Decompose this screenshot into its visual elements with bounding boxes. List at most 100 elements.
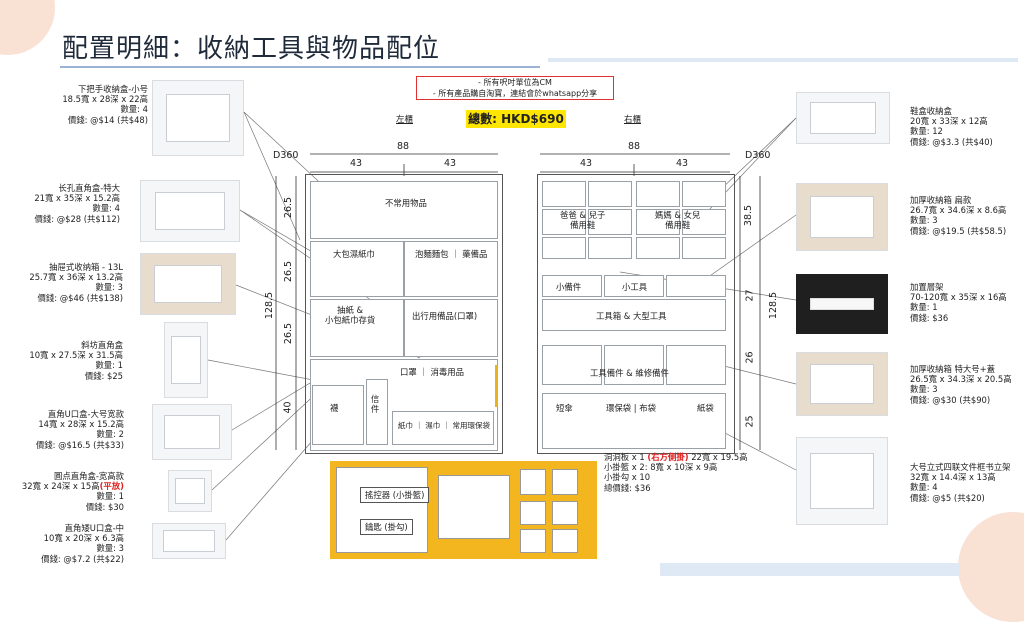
left-cell-sock-box [312,385,364,445]
product-name: 加厚收納箱 扁款 [910,195,972,205]
left-cell-row3-a [310,299,404,357]
left-product-7: 直角矮U口盒-中 10寬 x 20深 x 6.3高 數量: 3 價錢: @$7.… [41,523,124,564]
product-image-slant-box [164,322,208,398]
product-size: 10寬 x 20深 x 6.3高 [43,533,124,544]
left-cell-letter-box [366,379,388,445]
right-cell-label-8: 環保袋 | 布袋 [606,403,657,413]
product-size: 70-120寬 x 35深 x 16高 [910,292,1007,303]
right-large-box-1 [542,345,602,385]
right-flat-box-2 [604,275,664,297]
pegboard-line4: 總價錢: $36 [604,482,651,493]
right-shoe-box-1 [542,181,586,207]
product-name: 长孔直角盒-特大 [58,183,120,193]
pegboard-image-1 [336,467,428,553]
right-row1-height: 38.5 [743,204,755,227]
right-flat-box-3 [666,275,726,297]
product-image-drawer-box [140,253,236,315]
product-image-u-box [152,404,232,460]
pegboard-panel: 搖控器 (小掛籃) 鑰匙 (掛勾) [330,461,597,559]
left-cell-row2-a [310,241,404,297]
product-image-low-u-box [152,523,226,559]
right-row4-height: 25 [744,415,756,428]
left-cell-label-4: 抽紙 & 小包紙巾存貨 [325,305,376,325]
product-price: 價錢: $30 [85,501,124,512]
right-dimension-lines [540,153,761,450]
product-name: 鞋盒收納盒 [910,106,952,116]
product-price: 價錢: @$30 (共$90) [910,394,991,405]
right-large-box-2 [604,345,664,385]
product-qty: 數量: 1 [910,302,938,313]
pegboard-image-2 [438,475,510,539]
pegboard-tag-remote: 搖控器 (小掛籃) [360,487,430,503]
product-price: 價錢: @$19.5 (共$58.5) [910,225,1007,236]
product-image-flat-box [796,183,888,251]
left-cabinet [305,174,503,454]
product-size-note: (平放) [99,481,124,492]
pegboard-tag-key: 鑰匙 (掛勾) [360,519,413,535]
right-cell-label-9: 紙袋 [697,403,714,413]
pegboard-basket-1 [520,469,546,495]
right-col2-width: 43 [676,158,689,169]
right-row2-height: 27 [744,289,756,302]
right-product-3: 加置層架 70-120寬 x 35深 x 16高 數量: 1 價錢: $36 [910,282,1007,323]
product-size: 32寬 x 14.4深 x 13高 [910,472,996,483]
note-line-1: - 所有呎吋單位為CM [478,78,552,87]
product-size: 21寬 x 35深 x 15.2高 [34,193,120,204]
product-qty: 數量: 4 [92,203,120,214]
right-shelf-area [542,299,726,331]
pegboard-basket-2 [552,469,578,495]
right-cell-label-6: 工具備件 & 維修備件 [590,368,669,378]
left-cell-label-8: 信件 [370,394,380,414]
left-cabinet-label: 左櫃 [396,115,414,125]
product-name: 加置層架 [910,282,944,292]
product-price: 價錢: @$14 (共$48) [67,114,148,125]
left-cell-row2-b [404,241,498,297]
right-file-rack [542,393,726,449]
right-row3-height: 26 [744,351,756,364]
product-name: 抽屉式收纳箱 - 13L [49,262,123,272]
right-shoe-box-4 [682,181,726,207]
product-size: 25.7寬 x 36深 x 13.2高 [29,272,123,283]
left-cell-label-7: 襪 [330,403,339,413]
left-product-5: 直角U口盒-大号宽款 14寬 x 28深 x 15.2高 數量: 2 價錢: @… [36,409,124,450]
product-image-large-box [796,352,888,416]
right-cell-label-1: 爸爸 & 兒子 備用鞋 [560,210,606,230]
product-price: 價錢: @$7.2 (共$22) [41,553,124,564]
left-cell-yellow-hook [495,365,498,407]
left-cell-label-2: 大包濕紙巾 [333,249,375,259]
right-height-total: 128.5 [768,291,780,320]
product-image-handle-box [152,80,244,156]
product-size: 32寬 x 24深 x 15高 [21,481,100,492]
pegboard-line2: 小掛籃 x 2: 8寬 x 10深 x 9高 [604,462,718,473]
product-qty: 數量: 2 [96,429,124,440]
product-size: 26.7寬 x 34.6深 x 8.6高 [910,205,1007,216]
right-shoe-box-3 [636,181,680,207]
product-qty: 數量: 3 [910,215,938,226]
product-qty: 數量: 3 [95,282,123,293]
left-product-2: 长孔直角盒-特大 21寬 x 35深 x 15.2高 數量: 4 價錢: @$2… [34,183,120,224]
right-product-1: 鞋盒收納盒 20寬 x 33深 x 12高 數量: 12 價錢: @$3.3 (… [910,106,993,147]
right-width-total: 88 [628,141,641,152]
product-price: 價錢: @$16.5 (共$33) [35,439,124,450]
total-price: 總數: HKD$690 [466,110,566,128]
right-shoe-box-10 [588,237,632,259]
left-dimension-lines [275,153,498,450]
product-qty: 數量: 3 [96,543,124,554]
right-cell-label-7: 短傘 [556,403,573,413]
left-product-3: 抽屉式收纳箱 - 13L 25.7寬 x 36深 x 13.2高 數量: 3 價… [29,262,123,303]
pegboard-hook-1 [520,501,546,525]
right-shoe-box-6 [588,209,632,235]
left-cell-tissue-box [392,411,494,445]
right-shoe-box-5 [542,209,586,235]
product-name: 直角U口盒-大号宽款 [47,409,124,419]
page-title: 配置明細：收納工具與物品配位 [62,34,441,64]
product-name: 直角矮U口盒-中 [64,523,124,533]
title-underline [60,66,540,68]
product-price: 價錢: @$5 (共$20) [910,492,985,503]
right-flat-box-1 [542,275,602,297]
product-price: 價錢: @$46 (共$138) [37,292,123,303]
pegboard-hook-2 [552,501,578,525]
pegboard-details: 洞洞板 x 1 (右方側掛) 22寬 x 19.5高 小掛籃 x 2: 8寬 x… [604,452,748,493]
pegboard-hook-3 [520,529,546,553]
left-cell-label-6: 口罩 ｜ 消毒用品 [400,367,464,377]
